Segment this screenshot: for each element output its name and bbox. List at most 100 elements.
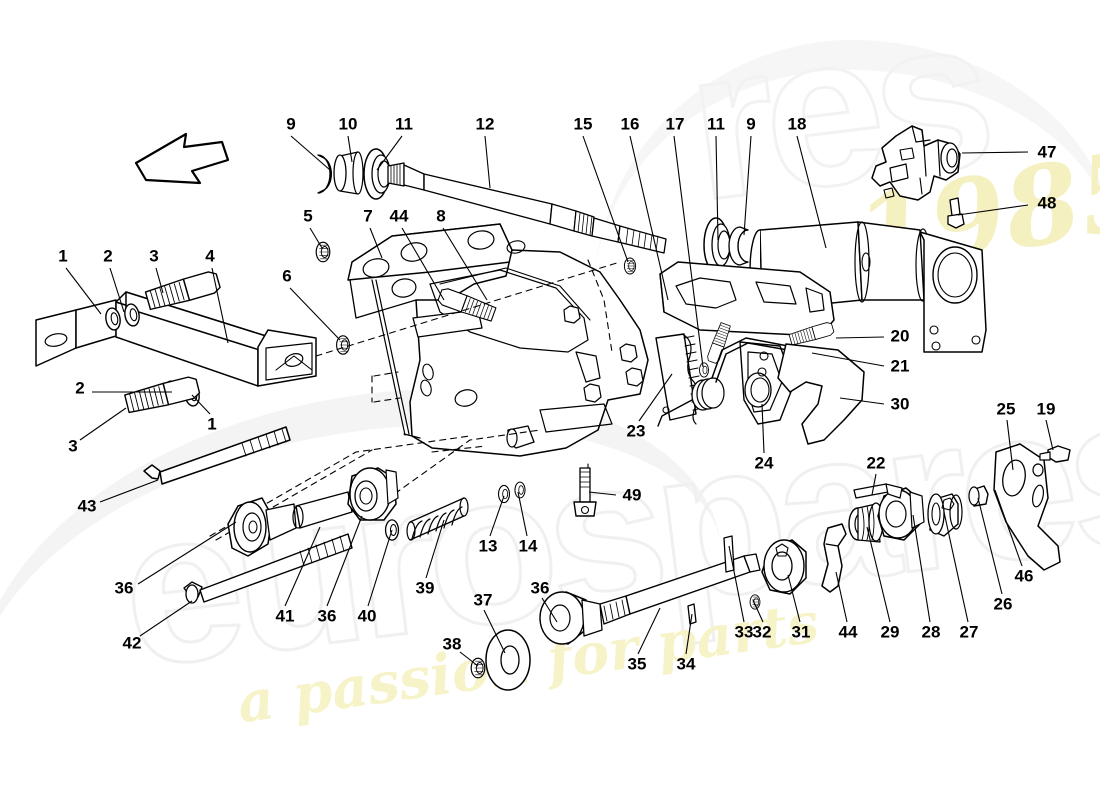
callout-number-21: 21 [890, 356, 910, 376]
callout-number-47: 47 [1037, 142, 1057, 162]
leader-line-25 [1006, 419, 1014, 471]
leader-line-1 [65, 267, 102, 315]
callout-number-44: 44 [389, 206, 409, 226]
callout-number-33: 33 [734, 622, 754, 642]
part-3-bolt-upper [144, 269, 222, 313]
part-3-bolt-lower [123, 374, 202, 416]
callout-number-37: 37 [473, 590, 493, 610]
callout-number-11: 11 [395, 114, 413, 134]
part-25-adjuster-lever [993, 443, 1061, 571]
part-24-wire-link [711, 337, 789, 383]
leader-line-37 [483, 609, 506, 654]
leader-line-32 [752, 599, 764, 623]
leader-line-7 [369, 227, 383, 259]
leader-line-20 [835, 336, 885, 339]
leader-line-22 [871, 473, 877, 496]
part-4-support-beam [35, 291, 317, 387]
callout-number-17: 17 [665, 114, 685, 134]
part-17-washer [698, 362, 710, 378]
leader-line-36 [326, 515, 363, 607]
leader-line-21 [811, 352, 885, 367]
part-30-clip-bracket [777, 343, 865, 445]
leader-line-48 [957, 204, 1029, 216]
leader-line-17 [673, 135, 704, 368]
leader-line-44 [401, 227, 445, 301]
leader-line-11 [715, 135, 719, 241]
leader-line-9 [743, 135, 752, 236]
direction-arrow-icon [134, 132, 230, 185]
part-14-washer [514, 481, 526, 499]
leader-line-28 [912, 514, 931, 623]
callout-number-2: 2 [103, 246, 113, 266]
leader-line-36 [137, 521, 237, 585]
callout-number-32: 32 [752, 622, 772, 642]
part-32-nut [749, 594, 761, 610]
callout-number-8: 8 [436, 206, 446, 226]
leader-line-38 [459, 651, 479, 667]
leader-line-30 [839, 397, 885, 405]
callout-number-5: 5 [303, 206, 313, 226]
leader-line-36 [541, 597, 558, 623]
callout-number-44: 44 [838, 622, 858, 642]
part-12-steering-shaft [387, 162, 667, 254]
leader-line-34 [685, 613, 693, 655]
part-10-spacer [333, 151, 364, 195]
callout-number-18: 18 [787, 114, 807, 134]
part-5-nut [315, 241, 331, 263]
part-23-toothed-plate [655, 333, 704, 425]
callout-number-48: 48 [1037, 193, 1057, 213]
leader-line-40 [367, 529, 393, 607]
callout-number-20: 20 [890, 326, 910, 346]
leader-line-19 [1045, 419, 1054, 451]
leader-line-18 [796, 135, 827, 249]
leader-line-9 [290, 135, 331, 171]
leader-line-42 [139, 600, 193, 637]
callout-number-15: 15 [573, 114, 593, 134]
callout-number-25: 25 [996, 399, 1016, 419]
leader-line-15 [582, 135, 629, 263]
leader-line-3 [155, 267, 164, 294]
callout-number-29: 29 [880, 622, 900, 642]
part-18-column-tube [659, 221, 987, 353]
part-31-bush [761, 539, 807, 595]
callout-number-11: 11 [707, 114, 725, 134]
callout-number-38: 38 [442, 634, 462, 654]
part-11-bearing-right [703, 217, 731, 273]
leader-line-6 [289, 287, 341, 341]
part-9-retaining-ring-right [728, 226, 749, 266]
part-15-nut [623, 257, 637, 275]
part-7-mounting-bracket [347, 223, 649, 457]
callout-number-12: 12 [475, 114, 495, 134]
callout-number-3: 3 [149, 246, 159, 266]
callout-number-4: 4 [205, 246, 215, 266]
leader-line-2 [109, 267, 125, 313]
callout-number-27: 27 [959, 622, 979, 642]
callout-number-41: 41 [275, 606, 295, 626]
part-36-long-bolt [183, 533, 353, 604]
leader-line-4 [211, 267, 229, 344]
callout-number-36: 36 [530, 578, 550, 598]
leader-line-5 [309, 227, 323, 249]
part-43-long-bolt [143, 426, 291, 485]
callout-number-40: 40 [357, 606, 377, 626]
part-36-bush-left [227, 497, 297, 557]
callout-number-19: 19 [1036, 399, 1056, 419]
part-39-coil-spring [406, 497, 469, 541]
callout-number-28: 28 [921, 622, 941, 642]
part-9-retaining-ring-left [317, 154, 332, 194]
callout-number-3: 3 [68, 436, 78, 456]
leader-line-12 [484, 135, 491, 189]
callout-number-24: 24 [754, 453, 774, 473]
part-49-eye-bolt [573, 467, 597, 517]
leader-line-8 [442, 227, 488, 301]
leader-line-47 [961, 151, 1029, 154]
leader-line-44 [835, 571, 848, 623]
callout-number-9: 9 [746, 114, 756, 134]
callout-number-13: 13 [478, 536, 498, 556]
callout-number-34: 34 [676, 654, 696, 674]
callout-number-2: 2 [75, 378, 85, 398]
callout-number-14: 14 [518, 536, 538, 556]
leader-line-26 [977, 497, 1003, 595]
callout-number-10: 10 [338, 114, 358, 134]
